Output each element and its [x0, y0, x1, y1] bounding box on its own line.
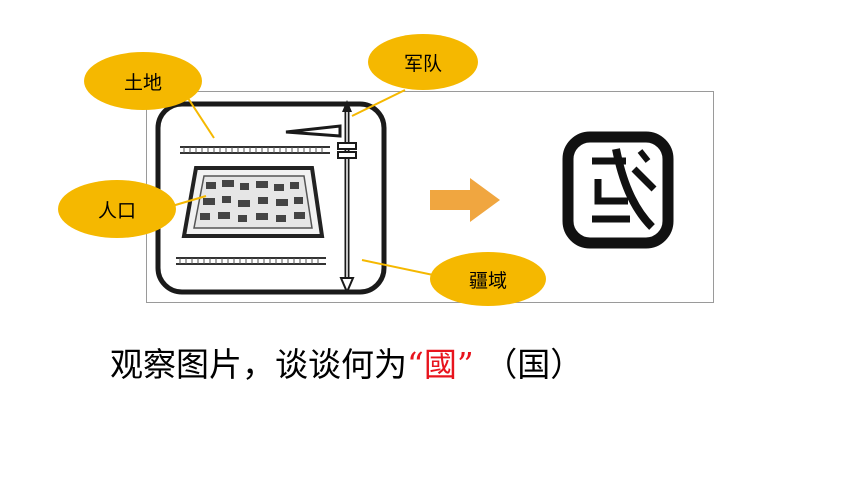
halberd	[285, 100, 357, 295]
ancient-guo-character-icon	[562, 131, 674, 249]
callout-army: 军队	[368, 34, 478, 90]
town-houses	[200, 180, 305, 222]
callout-territory: 疆域	[430, 252, 546, 306]
caption-quote-close: ”	[456, 345, 474, 384]
caption-suffix: （国）	[473, 345, 584, 384]
bottom-wall-hatch	[179, 258, 319, 264]
army-pointer	[351, 89, 406, 117]
population-pointer	[171, 195, 207, 207]
caption-prefix: 观察图片，谈谈何为	[110, 345, 407, 384]
top-wall	[180, 146, 330, 154]
caption-quote-open: “	[407, 345, 424, 384]
caption-highlight: 國	[423, 345, 457, 384]
callout-population: 人口	[58, 180, 176, 238]
bottom-wall	[176, 257, 326, 265]
callout-land: 土地	[84, 52, 202, 110]
top-wall-hatch	[183, 147, 323, 153]
right-arrow-icon	[430, 178, 500, 222]
territory-pointer	[361, 259, 439, 277]
caption: 观察图片，谈谈何为“國” （国）	[110, 338, 770, 386]
land-pointer	[183, 91, 215, 139]
